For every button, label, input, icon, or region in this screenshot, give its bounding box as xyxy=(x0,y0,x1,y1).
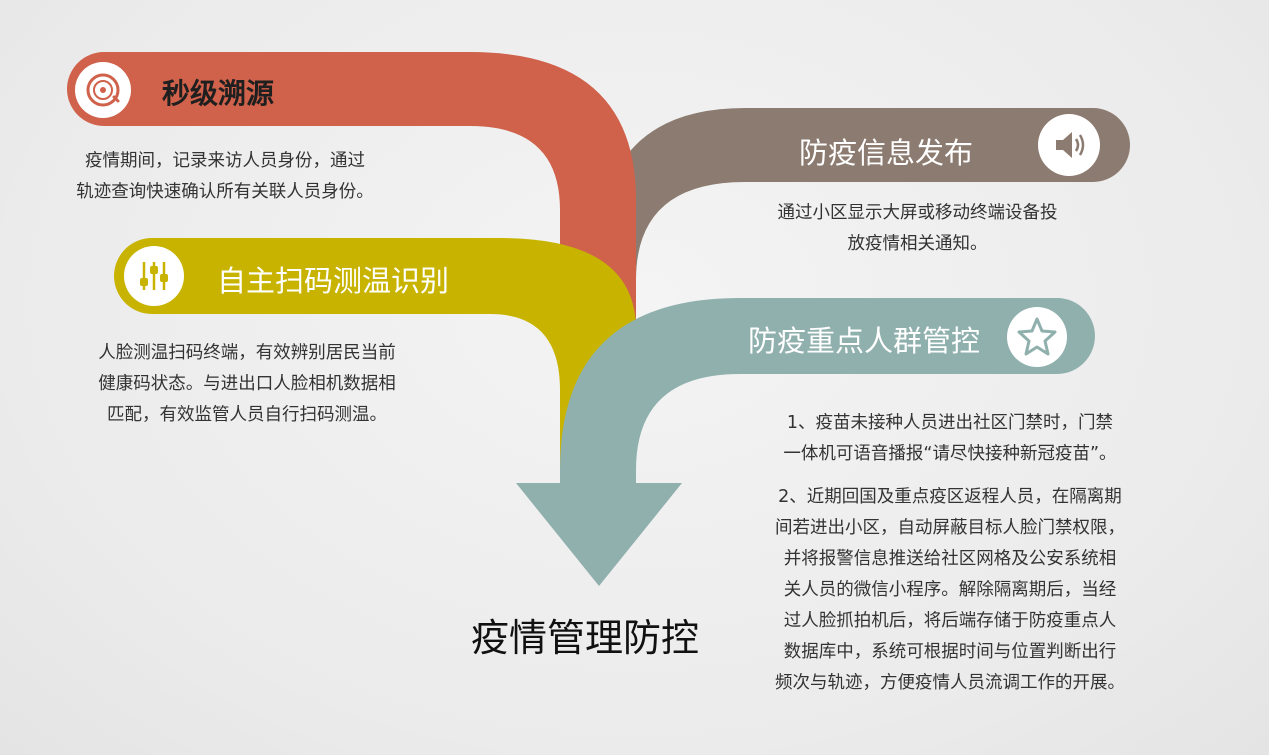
desc-scan-temp-line3: 匹配，有效监管人员自行扫码测温。 xyxy=(107,405,387,425)
desc-trace: 疫情期间，记录来访人员身份，通过 轨迹查询快速确认所有关联人员身份。 xyxy=(60,146,390,208)
record-disc-icon xyxy=(75,62,131,118)
title-key-groups: 防疫重点人群管控 xyxy=(748,324,981,358)
desc-key-groups-2-line2: 间若进出小区，自动屏蔽目标人脸门禁权限， xyxy=(775,518,1125,538)
desc-key-groups-2-line3: 并将报警信息推送给社区网格及公安系统相 xyxy=(783,549,1117,569)
sliders-icon xyxy=(124,246,184,306)
desc-info-release: 通过小区显示大屏或移动终端设备投 放疫情相关通知。 xyxy=(745,198,1090,260)
speaker-icon xyxy=(1038,114,1100,176)
desc-scan-temp-line1: 人脸测温扫码终端，有效辨别居民当前 xyxy=(98,343,396,363)
desc-info-release-line1: 通过小区显示大屏或移动终端设备投 xyxy=(777,203,1058,223)
band-trace xyxy=(67,52,636,340)
main-title: 疫情管理防控 xyxy=(471,616,700,660)
title-info-release: 防疫信息发布 xyxy=(799,136,974,170)
desc-scan-temp: 人脸测温扫码终端，有效辨别居民当前 健康码状态。与进出口人脸相机数据相 匹配，有… xyxy=(72,338,422,431)
desc-info-release-line2: 放疫情相关通知。 xyxy=(847,234,988,254)
desc-key-groups-2-line6: 数据库中，系统可根据时间与位置判断出行 xyxy=(783,642,1117,662)
title-scan-temp: 自主扫码测温识别 xyxy=(217,264,450,298)
desc-key-groups-2-line4: 关人员的微信小程序。解除隔离期后，当经 xyxy=(783,580,1117,600)
desc-trace-line1: 疫情期间，记录来访人员身份，通过 xyxy=(85,151,365,171)
title-trace: 秒级溯源 xyxy=(162,77,275,110)
desc-key-groups-2-line5: 过人脸抓拍机后，将后端存储于防疫重点人 xyxy=(783,611,1117,631)
desc-trace-line2: 轨迹查询快速确认所有关联人员身份。 xyxy=(76,182,374,202)
desc-key-groups-2: 2、近期回国及重点疫区返程人员，在隔离期 间若进出小区，自动屏蔽目标人脸门禁权限… xyxy=(745,482,1155,699)
band-scan-temp xyxy=(114,238,636,470)
desc-scan-temp-line2: 健康码状态。与进出口人脸相机数据相 xyxy=(98,374,396,394)
desc-key-groups-1-line2: 一体机可语音播报“请尽快接种新冠疫苗”。 xyxy=(783,444,1117,464)
band-info-release xyxy=(598,108,1130,330)
star-icon xyxy=(1007,307,1067,367)
desc-key-groups-1-line1: 1、疫苗未接种人员进出社区门禁时，门禁 xyxy=(786,413,1114,433)
desc-key-groups-2-line7: 频次与轨迹，方便疫情人员流调工作的开展。 xyxy=(775,673,1125,693)
band-key-groups xyxy=(516,298,1095,586)
desc-key-groups-2-line1: 2、近期回国及重点疫区返程人员，在隔离期 xyxy=(778,487,1122,507)
desc-key-groups-1: 1、疫苗未接种人员进出社区门禁时，门禁 一体机可语音播报“请尽快接种新冠疫苗”。 xyxy=(745,408,1155,470)
